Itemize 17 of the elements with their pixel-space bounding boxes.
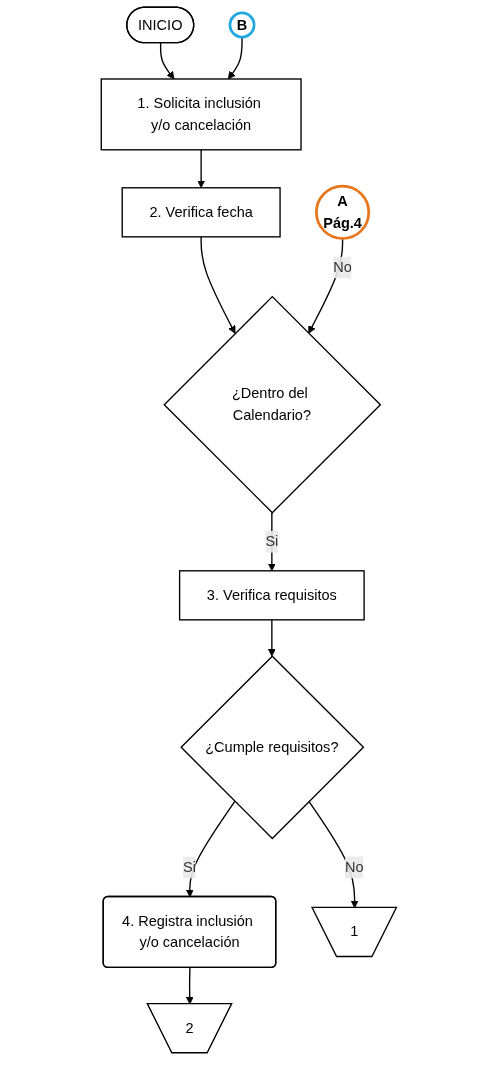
edge-label: No: [345, 859, 364, 875]
node-circle: B: [228, 11, 256, 39]
node-box: 1. Solicita inclusión y/o cancelación: [100, 78, 302, 151]
edge-label: Si: [183, 859, 197, 875]
node-circle: A Pág.4: [315, 184, 371, 240]
node-diamond: ¿Dentro del Calendario?: [163, 295, 382, 514]
node-box: 2. Verifica fecha: [121, 187, 281, 238]
arrow: [268, 619, 276, 657]
arrow: [160, 42, 175, 80]
edge-label: No: [333, 259, 353, 275]
arrow: [186, 800, 236, 898]
edge-label: Si: [265, 533, 279, 550]
node-diamond: ¿Cumple requisitos?: [180, 655, 365, 840]
arrow: [227, 36, 243, 80]
arrow: [200, 236, 236, 334]
arrow: [197, 149, 206, 189]
node-box: 3. Verifica requisitos: [179, 570, 365, 621]
